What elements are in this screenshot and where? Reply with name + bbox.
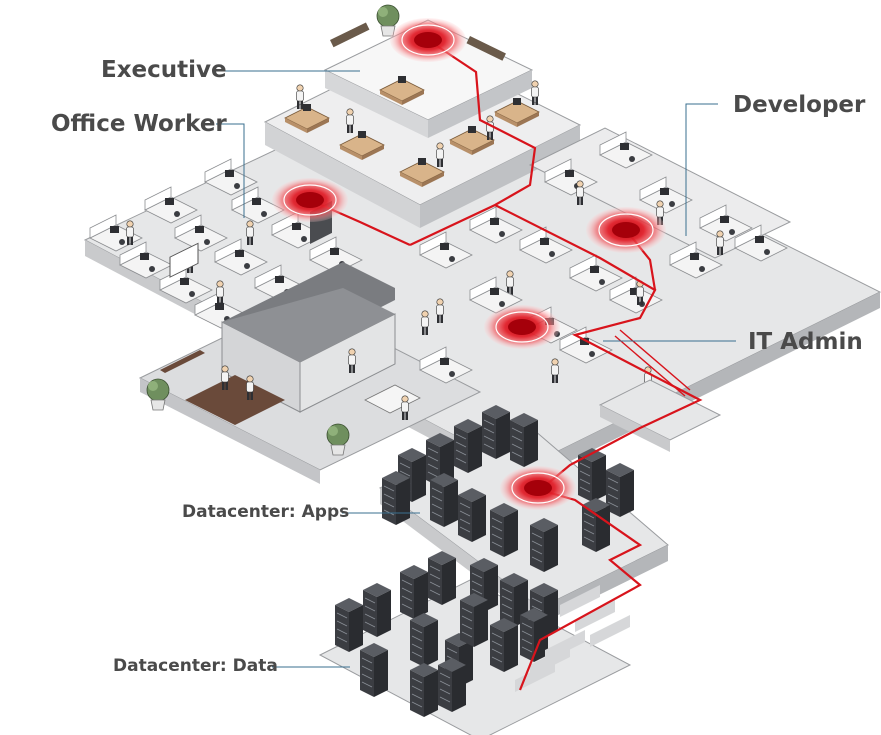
datacenter-apps-label: Datacenter: Apps <box>182 502 350 522</box>
executive-platform <box>263 19 582 228</box>
developer-label: Developer <box>733 92 866 118</box>
target-ring-icon <box>272 178 348 222</box>
leader-lines <box>216 70 736 668</box>
stairs <box>515 585 630 692</box>
walkway <box>598 379 722 452</box>
it-admin-label: IT Admin <box>748 329 863 355</box>
datacenter-data-label: Datacenter: Data <box>113 656 278 676</box>
target-ring-icon <box>586 207 666 253</box>
executive-furniture <box>284 4 540 188</box>
target-ring-icon <box>484 305 560 349</box>
central-room <box>221 200 396 413</box>
target-ring-icon <box>390 18 466 62</box>
target-ring-icon <box>500 466 576 510</box>
meeting-furniture <box>146 242 421 456</box>
office-worker-label: Office Worker <box>51 111 227 137</box>
target-rings <box>272 18 666 510</box>
executive-label: Executive <box>101 57 227 83</box>
